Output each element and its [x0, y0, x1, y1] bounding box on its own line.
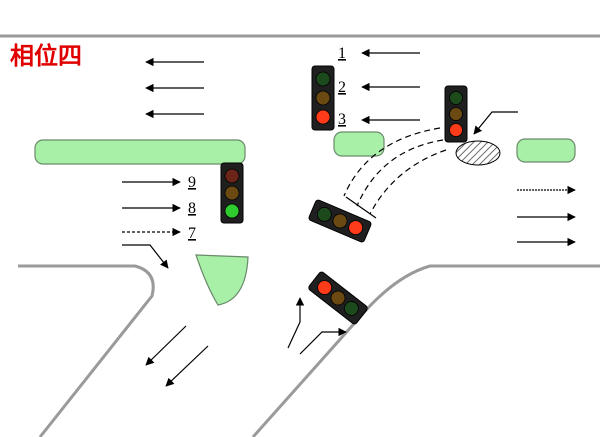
red-lamp	[224, 168, 240, 184]
red-lamp	[315, 109, 331, 125]
dashed-turn-path	[343, 127, 447, 215]
green-lamp	[224, 203, 240, 219]
median-east	[516, 138, 576, 163]
arrow-icon	[145, 325, 209, 387]
arrow-icon	[473, 111, 518, 135]
southeast-road-edge	[251, 264, 600, 437]
amber-lamp	[315, 90, 331, 106]
arrow-icon	[517, 185, 576, 247]
amber-lamp	[224, 185, 240, 201]
hatched-island-icon	[455, 140, 501, 166]
arrow-icon	[145, 57, 204, 119]
amber-lamp	[332, 213, 348, 229]
stop-line	[345, 196, 377, 219]
median-west	[34, 139, 246, 165]
traffic-light-icon	[444, 85, 468, 143]
red-lamp	[317, 280, 333, 295]
lane-label-9: 9	[188, 174, 196, 191]
traffic-light-icon	[308, 199, 372, 243]
green-lamp	[449, 91, 463, 105]
lane-label-8: 8	[188, 200, 196, 217]
lane-label-3: 3	[338, 111, 346, 128]
lane-label-1: 1	[338, 45, 346, 62]
traffic-light-icon	[308, 271, 368, 325]
arrow-icon	[361, 48, 420, 125]
lane-label-7: 7	[188, 225, 196, 242]
arrow-icon	[287, 297, 347, 355]
traffic-light-icon	[220, 162, 244, 224]
amber-lamp	[330, 290, 346, 306]
median-north	[333, 131, 385, 157]
green-lamp	[315, 71, 331, 87]
southwest-road-edge	[18, 264, 155, 437]
red-lamp	[348, 220, 364, 236]
arrow-icon	[122, 177, 181, 269]
green-lamp	[343, 301, 359, 316]
red-lamp	[449, 123, 463, 137]
phase-title: 相位四	[10, 42, 82, 70]
lane-label-2: 2	[338, 79, 346, 96]
green-lamp	[316, 206, 332, 222]
traffic-light-icon	[311, 65, 335, 131]
amber-lamp	[449, 107, 463, 121]
median-southwest-island	[195, 254, 249, 306]
